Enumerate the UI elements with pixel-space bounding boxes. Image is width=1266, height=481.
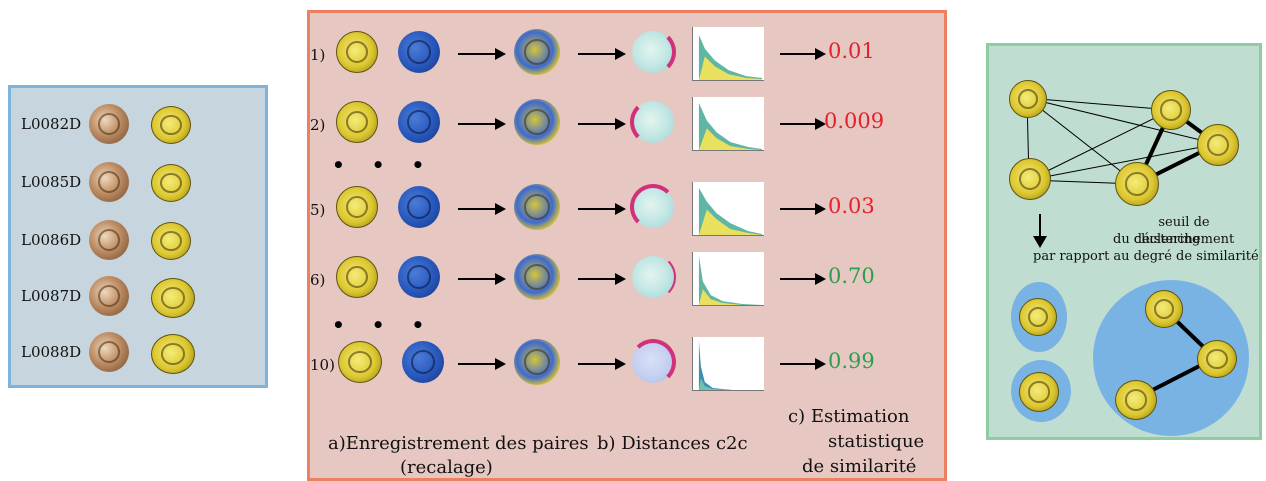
arrow-icon — [458, 273, 506, 285]
histogram — [692, 337, 764, 391]
c2c-distance-map — [632, 29, 676, 75]
graph-edge — [1028, 143, 1218, 181]
threshold-text-line2: du clustering — [1113, 232, 1201, 247]
arrow-icon — [780, 273, 826, 285]
registered-coin — [514, 254, 560, 300]
row-index: 2) — [310, 116, 326, 134]
coin-label: L0087D — [21, 287, 82, 305]
blue-coin — [398, 31, 440, 73]
coin-row: L0082D — [11, 100, 265, 150]
c2c-distance-map — [630, 99, 674, 145]
ellipsis: • • • — [332, 153, 435, 177]
arrow-icon — [458, 358, 506, 370]
blue-coin — [398, 256, 440, 298]
arrow-icon — [578, 273, 626, 285]
registered-coin — [514, 99, 560, 145]
similarity-score: 0.99 — [828, 349, 875, 373]
cluster-coin — [1197, 340, 1237, 378]
cluster-coin — [1115, 380, 1157, 420]
gold-coin-scan — [151, 106, 191, 144]
gold-coin — [336, 256, 378, 298]
histogram — [692, 252, 764, 306]
caption-c2c-distances: b) Distances c2c — [597, 433, 748, 454]
coin-row: L0085D — [11, 158, 265, 208]
gold-coin-scan — [151, 222, 191, 260]
coin-label: L0085D — [21, 173, 82, 191]
graph-node-coin — [1197, 124, 1239, 166]
down-arrow-icon — [1033, 214, 1047, 248]
arrow-icon — [780, 48, 826, 60]
coin-label: L0082D — [21, 115, 82, 133]
bronze-coin-photo — [89, 104, 129, 144]
arrow-icon — [780, 203, 826, 215]
ellipsis: • • • — [332, 313, 435, 337]
pipeline-panel: 1) 0.01 2) 0.009 • • • 5) — [307, 10, 947, 481]
arrow-icon — [780, 358, 826, 370]
arrow-icon — [578, 118, 626, 130]
coin-list-panel: L0082D L0085D L0086D L0087D L0088D — [8, 85, 268, 388]
row-index: 6) — [310, 271, 326, 289]
registered-coin — [514, 184, 560, 230]
caption-registration-sub: (recalage) — [400, 457, 493, 478]
clustering-panel: seuil de déclenchement du clustering par… — [986, 43, 1262, 440]
cluster-coin — [1019, 298, 1057, 336]
arrow-icon — [458, 48, 506, 60]
arrow-icon — [780, 118, 826, 130]
bronze-coin-photo — [89, 162, 129, 202]
coin-label: L0086D — [21, 231, 82, 249]
graph-node-coin — [1151, 90, 1191, 130]
similarity-score: 0.70 — [828, 264, 875, 288]
arrow-icon — [578, 358, 626, 370]
gold-coin — [336, 101, 378, 143]
histogram — [692, 97, 764, 151]
caption-estimation: c) Estimation — [788, 406, 910, 427]
registered-coin — [514, 339, 560, 385]
row-index: 5) — [310, 201, 326, 219]
c2c-distance-map — [630, 339, 676, 385]
c2c-distance-map — [630, 184, 676, 230]
arrow-icon — [458, 118, 506, 130]
coin-row: L0087D — [11, 272, 265, 322]
coin-label: L0088D — [21, 343, 82, 361]
coin-row: L0088D — [11, 328, 265, 378]
similarity-score: 0.03 — [828, 194, 875, 218]
gold-coin-scan — [151, 334, 195, 374]
gold-coin-scan — [151, 278, 195, 318]
caption-estimation-line3: de similarité — [802, 456, 917, 477]
blue-coin — [402, 341, 444, 383]
histogram — [692, 182, 764, 236]
similarity-score: 0.009 — [824, 109, 885, 133]
graph-node-coin — [1009, 158, 1051, 200]
blue-coin — [398, 101, 440, 143]
registered-coin — [514, 29, 560, 75]
coin-row: L0086D — [11, 216, 265, 266]
cluster-coin — [1145, 290, 1183, 328]
similarity-score: 0.01 — [828, 39, 875, 63]
cluster-coin — [1019, 372, 1059, 412]
gold-coin — [336, 31, 378, 73]
graph-node-coin — [1115, 162, 1159, 206]
gold-coin — [338, 341, 382, 383]
row-index: 10) — [310, 356, 335, 374]
histogram — [692, 27, 764, 81]
bronze-coin-photo — [89, 220, 129, 260]
arrow-icon — [578, 203, 626, 215]
gold-coin-scan — [151, 164, 191, 202]
row-index: 1) — [310, 46, 326, 64]
arrow-icon — [458, 203, 506, 215]
bronze-coin-photo — [89, 276, 129, 316]
graph-node-coin — [1009, 80, 1047, 118]
c2c-distance-map — [632, 254, 676, 300]
threshold-text-line1: seuil de déclenchement — [1133, 215, 1235, 247]
graph-edge — [1026, 97, 1172, 111]
graph-edge — [1028, 109, 1172, 181]
caption-registration: a)Enregistrement des paires — [328, 433, 589, 454]
threshold-text-line3: par rapport au degré de similarité — [1033, 249, 1259, 264]
blue-coin — [398, 186, 440, 228]
bronze-coin-photo — [89, 332, 129, 372]
gold-coin — [336, 186, 378, 228]
arrow-icon — [578, 48, 626, 60]
caption-estimation-line2: statistique — [828, 431, 925, 452]
graph-edge — [1026, 97, 1218, 145]
